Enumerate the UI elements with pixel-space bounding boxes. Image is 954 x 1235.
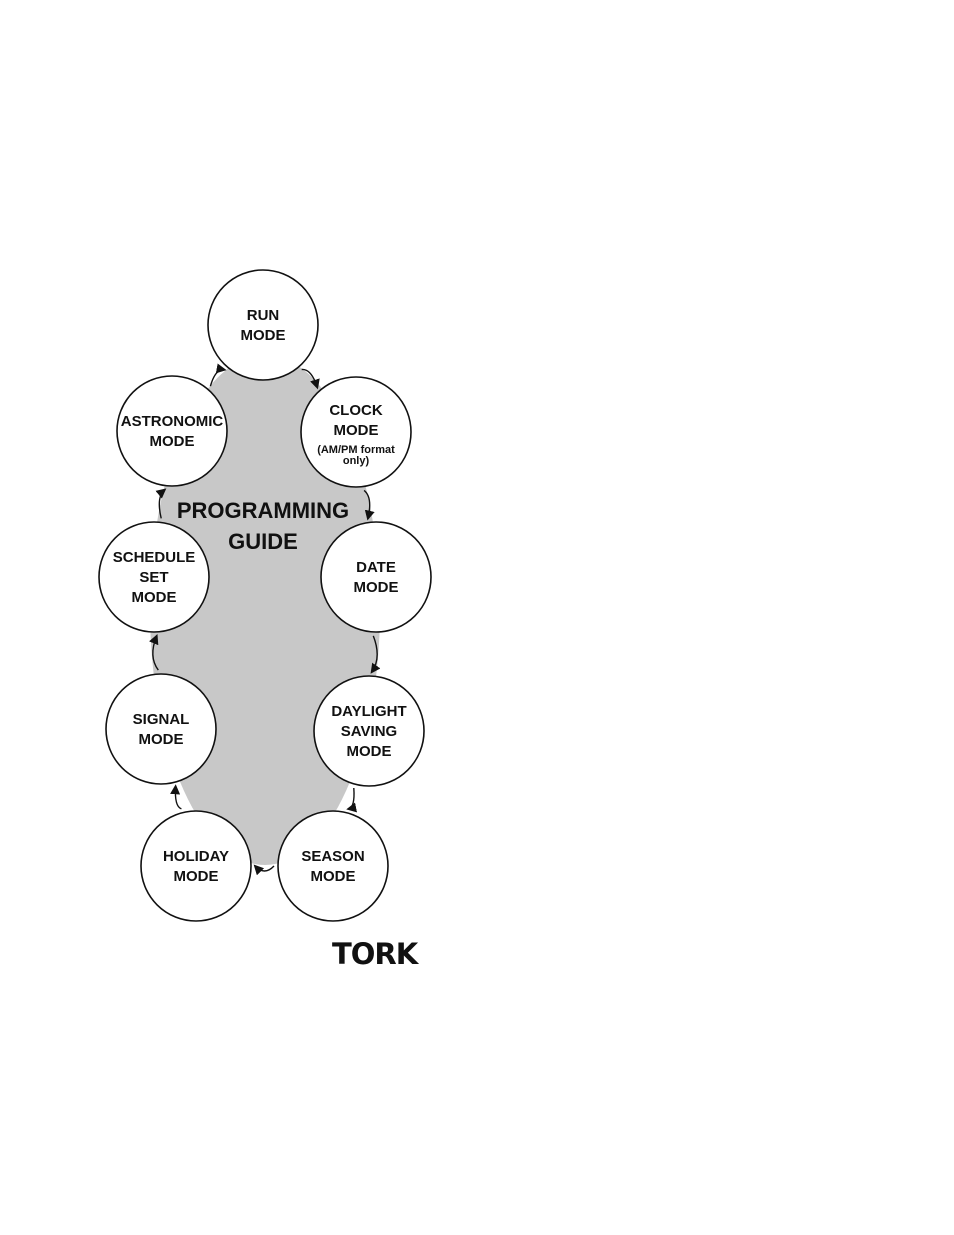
flow-arrow-astronomic-to-run (209, 363, 227, 387)
mode-label: ASTRONOMIC (121, 413, 224, 430)
diagram-title-line1: PROGRAMMING (177, 498, 349, 523)
mode-node-signal: SIGNAL MODE (105, 673, 217, 785)
mode-node-date: DATE MODE (320, 521, 432, 633)
mode-circle (313, 675, 425, 787)
mode-label: DAYLIGHT (331, 703, 406, 720)
mode-node-holiday: HOLIDAY MODE (140, 810, 252, 922)
mode-circle (98, 521, 210, 633)
mode-node-astronomic: ASTRONOMIC MODE (116, 375, 228, 487)
brand-logo: TORK (332, 937, 420, 971)
mode-label: SET (139, 569, 168, 586)
flow-arrow-signal-to-schedule-set (149, 634, 159, 671)
flow-arrows (149, 363, 381, 876)
mode-node-run: RUN MODE (207, 269, 319, 381)
mode-note: (AM/PM format (317, 444, 395, 456)
mode-circle (105, 673, 217, 785)
mode-circle (116, 375, 228, 487)
mode-circle (300, 376, 412, 488)
mode-label: MODE (150, 433, 195, 450)
mode-node-season: SEASON MODE (277, 810, 389, 922)
mode-label: CLOCK (329, 402, 382, 419)
mode-circle (320, 521, 432, 633)
mode-circle (207, 269, 319, 381)
mode-note: only) (343, 455, 370, 467)
mode-label: MODE (347, 743, 392, 760)
mode-label: MODE (174, 868, 219, 885)
flow-arrow-schedule-set-to-astronomic (155, 488, 167, 519)
mode-label: MODE (354, 579, 399, 596)
mode-label: HOLIDAY (163, 848, 229, 865)
flow-arrow-run-to-clock (301, 368, 320, 390)
mode-label: RUN (247, 307, 280, 324)
mode-node-daylight-saving: DAYLIGHT SAVING MODE (313, 675, 425, 787)
mode-label: MODE (311, 868, 356, 885)
mode-label: SEASON (301, 848, 364, 865)
mode-label: MODE (334, 422, 379, 439)
mode-label: SAVING (341, 723, 397, 740)
flow-arrow-date-to-daylight-saving (370, 635, 381, 674)
mode-label: MODE (139, 731, 184, 748)
mode-node-schedule-set: SCHEDULE SET MODE (98, 521, 210, 633)
mode-label: MODE (241, 327, 286, 344)
mode-label: MODE (132, 589, 177, 606)
mode-circle (140, 810, 252, 922)
flow-arrow-season-to-holiday (253, 864, 275, 876)
mode-label: DATE (356, 559, 396, 576)
flow-arrow-daylight-saving-to-season (346, 787, 358, 813)
flow-arrow-holiday-to-signal (170, 784, 182, 810)
diagram-title-line2: GUIDE (228, 529, 298, 554)
mode-label: SIGNAL (133, 711, 190, 728)
flow-arrow-clock-to-date (363, 489, 375, 521)
mode-label: SCHEDULE (113, 549, 196, 566)
mode-circle (277, 810, 389, 922)
